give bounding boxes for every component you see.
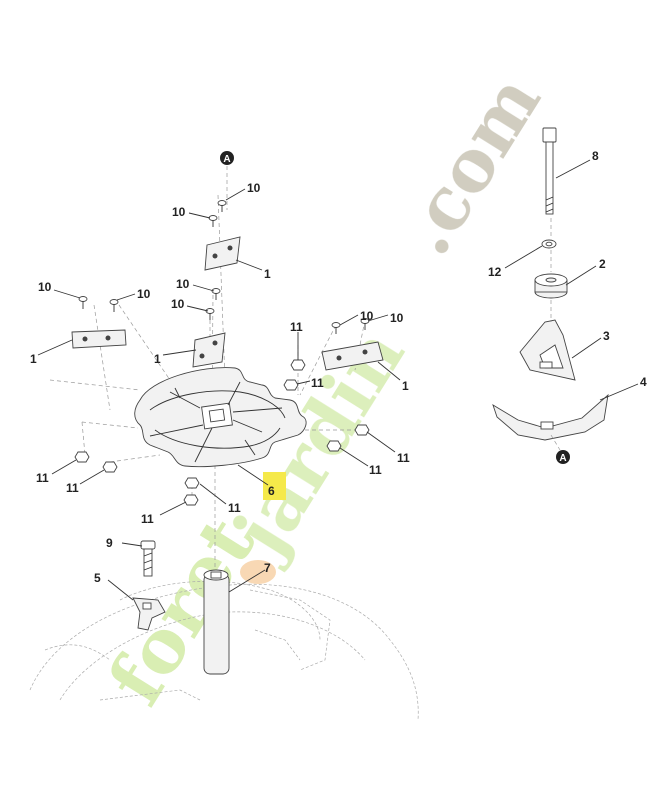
callout-6-highlight xyxy=(263,472,286,500)
plate-middle xyxy=(192,332,226,368)
bolt-icon xyxy=(211,288,221,300)
callout-11: 11 xyxy=(141,512,154,526)
nut-icon xyxy=(184,477,200,489)
nut-icon xyxy=(74,451,90,463)
tube-7 xyxy=(203,569,230,675)
reference-marker-a-top-label: A xyxy=(223,154,230,165)
nut-icon xyxy=(290,359,306,371)
callout-6: 6 xyxy=(268,484,275,498)
callout-9: 9 xyxy=(106,536,113,550)
callout-10: 10 xyxy=(171,297,185,311)
bushing-2 xyxy=(534,273,568,299)
callout-5: 5 xyxy=(94,571,101,585)
callout-3: 3 xyxy=(603,329,610,343)
plate-right xyxy=(321,341,384,371)
callout-10: 10 xyxy=(137,287,151,301)
watermark-orange-dot xyxy=(240,560,276,584)
blade-disc xyxy=(134,367,307,468)
callout-11: 11 xyxy=(36,471,49,485)
bolt-group xyxy=(78,200,370,334)
callout-7: 7 xyxy=(264,561,271,575)
callout-10: 10 xyxy=(176,277,190,291)
callout-10: 10 xyxy=(390,311,404,325)
screw-9 xyxy=(140,540,156,577)
nut-icon xyxy=(102,461,118,473)
bolt-icon xyxy=(78,296,88,309)
leader-lines xyxy=(37,159,639,601)
reference-marker-a-right-label: A xyxy=(559,453,566,464)
nut-icon xyxy=(354,424,370,436)
callout-10: 10 xyxy=(247,181,261,195)
washer-12 xyxy=(541,239,557,249)
callout-2: 2 xyxy=(599,257,606,271)
bolt-icon xyxy=(205,308,215,320)
callout-11: 11 xyxy=(397,451,410,465)
reference-marker-a-right: A xyxy=(556,450,570,464)
callout-8: 8 xyxy=(592,149,599,163)
callout-labels: 10 10 1 10 10 10 10 1 1 11 11 10 10 1 11… xyxy=(30,149,647,585)
callout-10: 10 xyxy=(38,280,52,294)
nut-group xyxy=(74,359,370,506)
callout-10: 10 xyxy=(360,309,374,323)
callout-4: 4 xyxy=(640,375,647,389)
callout-1: 1 xyxy=(264,267,271,281)
callout-10: 10 xyxy=(172,205,186,219)
bolt-icon xyxy=(217,200,227,212)
bolt-icon xyxy=(331,322,341,334)
nut-icon xyxy=(283,379,299,391)
blade-holder-3 xyxy=(519,319,576,381)
nut-icon xyxy=(183,494,199,506)
callout-11: 11 xyxy=(311,376,324,390)
watermark-com: .com xyxy=(382,60,556,269)
bolt-icon xyxy=(208,215,218,227)
bolt-8 xyxy=(542,127,557,215)
callout-11: 11 xyxy=(369,463,382,477)
bolt-icon xyxy=(109,299,119,312)
callout-11: 11 xyxy=(66,481,79,495)
callout-12: 12 xyxy=(488,265,502,279)
reference-marker-a-top: A xyxy=(220,151,234,165)
callout-11: 11 xyxy=(228,501,241,515)
bracket-5 xyxy=(132,597,166,631)
callout-1: 1 xyxy=(30,352,37,366)
plate-top xyxy=(204,236,241,271)
blade-4 xyxy=(492,393,609,441)
callout-1: 1 xyxy=(402,379,409,393)
plate-left xyxy=(71,329,127,349)
callout-1: 1 xyxy=(154,352,161,366)
nut-icon xyxy=(326,440,342,452)
callout-11: 11 xyxy=(290,320,303,334)
mower-body-outline xyxy=(29,580,419,721)
